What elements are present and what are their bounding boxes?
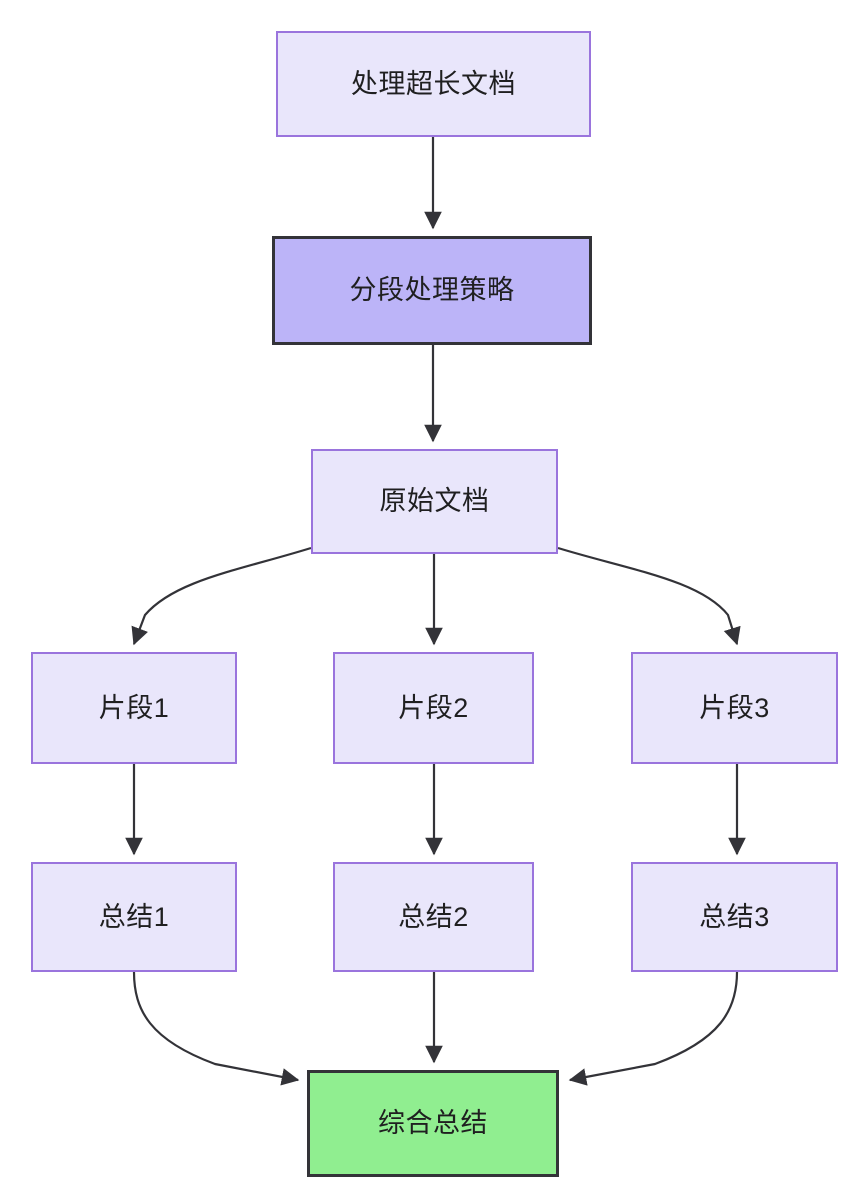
node-label: 片段1 bbox=[98, 692, 170, 723]
node-summary-3[interactable]: 总结3 bbox=[631, 862, 838, 972]
node-label: 片段2 bbox=[398, 692, 469, 723]
node-summary-2[interactable]: 总结2 bbox=[333, 862, 534, 972]
node-fragment-2[interactable]: 片段2 bbox=[333, 652, 534, 764]
node-label: 分段处理策略 bbox=[349, 275, 515, 306]
node-original-document[interactable]: 原始文档 bbox=[311, 449, 558, 554]
node-summary-1[interactable]: 总结1 bbox=[31, 862, 237, 972]
node-label: 原始文档 bbox=[379, 486, 490, 517]
node-label: 处理超长文档 bbox=[351, 68, 516, 99]
node-fragment-3[interactable]: 片段3 bbox=[631, 652, 838, 764]
node-combined-summary[interactable]: 综合总结 bbox=[307, 1070, 559, 1177]
node-label: 综合总结 bbox=[378, 1108, 488, 1139]
node-label: 片段3 bbox=[699, 692, 770, 723]
node-process-long-document[interactable]: 处理超长文档 bbox=[276, 31, 591, 137]
edge-n3-n6 bbox=[557, 546, 741, 646]
edge-n9-n10 bbox=[568, 971, 739, 1086]
node-chunking-strategy[interactable]: 分段处理策略 bbox=[272, 236, 592, 345]
node-fragment-1[interactable]: 片段1 bbox=[31, 652, 237, 764]
edge-n3-n4 bbox=[131, 546, 312, 646]
edge-n7-n10 bbox=[132, 971, 300, 1086]
node-label: 总结1 bbox=[98, 901, 170, 932]
node-label: 总结3 bbox=[699, 901, 770, 932]
node-label: 总结2 bbox=[398, 901, 469, 932]
